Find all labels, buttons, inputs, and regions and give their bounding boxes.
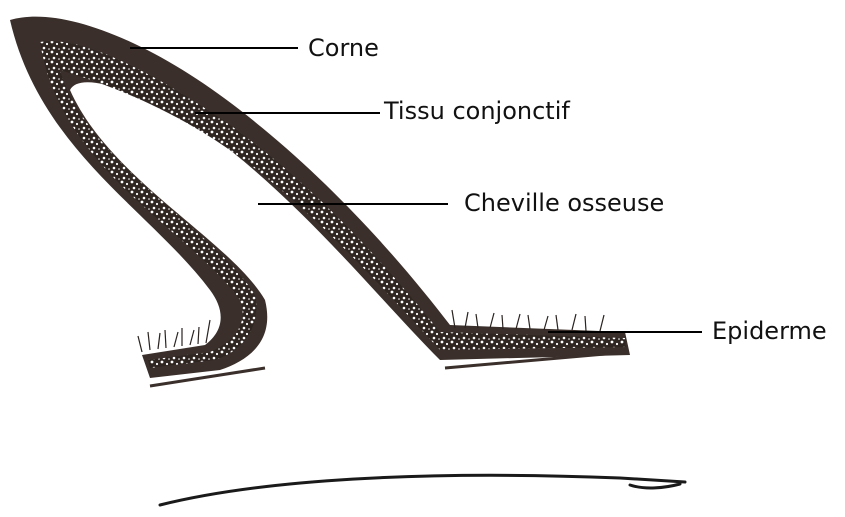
skull-contour [160, 475, 685, 505]
label-corne: Corne [308, 36, 379, 60]
label-tissu-conjonctif: Tissu conjonctif [384, 99, 570, 123]
label-cheville-osseuse: Cheville osseuse [464, 191, 664, 215]
label-epiderme: Epiderme [712, 319, 827, 343]
